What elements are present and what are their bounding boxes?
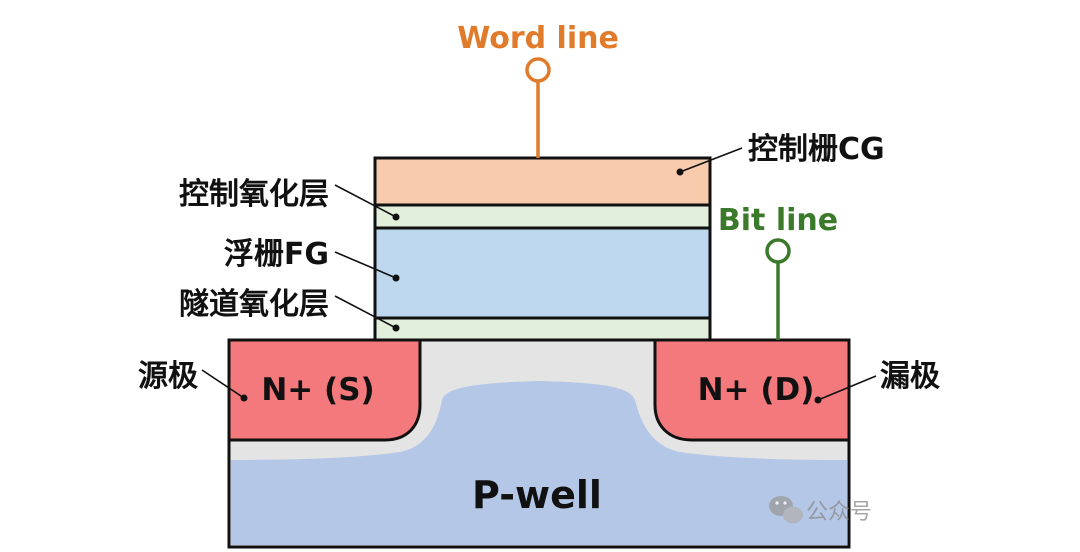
floating-gate-leader (334, 251, 397, 279)
control-oxide-label: 控制氧化层 (179, 177, 329, 212)
control-gate-label: 控制栅CG (748, 132, 885, 167)
control-gate-dot (676, 168, 684, 176)
control-oxide-dot (392, 213, 400, 221)
control-gate-leader (679, 147, 743, 173)
floating-gate-label: 浮栅FG (224, 237, 329, 272)
floating-gate-dot (392, 274, 400, 282)
source-leader (201, 369, 245, 399)
drain-n-plus-region (653, 338, 851, 442)
control-oxide-leader (334, 184, 397, 218)
bit-line-label: Bit line (718, 203, 838, 238)
watermark-text: 公众号 (806, 500, 872, 525)
drain-leader (817, 375, 877, 401)
bit-line-terminal-icon (765, 238, 791, 264)
tunnel-oxide-layer (373, 316, 712, 342)
tunnel-oxide-dot (392, 324, 400, 332)
watermark: 公众号 (769, 496, 872, 525)
drain-dot (814, 396, 822, 404)
word-line-terminal-icon (525, 57, 551, 83)
word-line-label: Word line (457, 21, 619, 56)
control-oxide-layer (373, 203, 712, 230)
floating-gate-layer (373, 226, 712, 320)
tunnel-oxide-label: 隧道氧化层 (179, 287, 329, 322)
wechat-icon (769, 496, 803, 524)
p-well-label: P-well (472, 473, 602, 517)
source-dot (240, 394, 248, 402)
control-gate-layer (373, 156, 712, 207)
p-well-region (231, 381, 847, 545)
source-label: 源极 (138, 359, 198, 394)
source-region-label: N+ (S) (261, 372, 374, 408)
drain-label: 漏极 (880, 359, 940, 394)
tunnel-oxide-leader (334, 295, 397, 329)
source-n-plus-region (227, 338, 422, 442)
drain-region-label: N+ (D) (698, 372, 815, 408)
